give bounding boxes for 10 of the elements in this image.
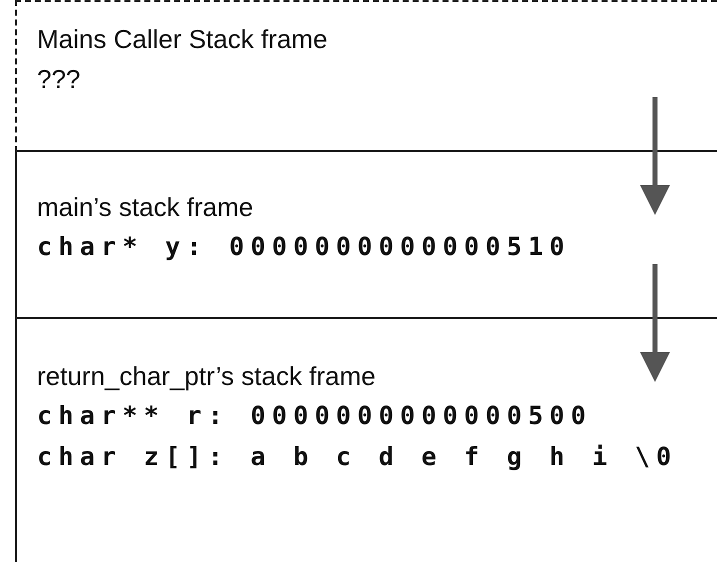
frame-note: ??? — [37, 64, 80, 96]
arrow — [640, 97, 670, 215]
frame-title: return_char_ptr’s stack frame — [37, 361, 376, 392]
arrow — [640, 264, 670, 382]
variable-value: char* y: 0000000000000510 — [37, 232, 571, 262]
frame-title: Mains Caller Stack frame — [37, 24, 328, 56]
caller-stack-frame — [15, 0, 717, 152]
variable-value: char** r: 0000000000000500 — [37, 401, 592, 431]
variable-value: char z[]: a b c d e f g h i \0 — [37, 442, 678, 472]
frame-title: main’s stack frame — [37, 192, 254, 224]
